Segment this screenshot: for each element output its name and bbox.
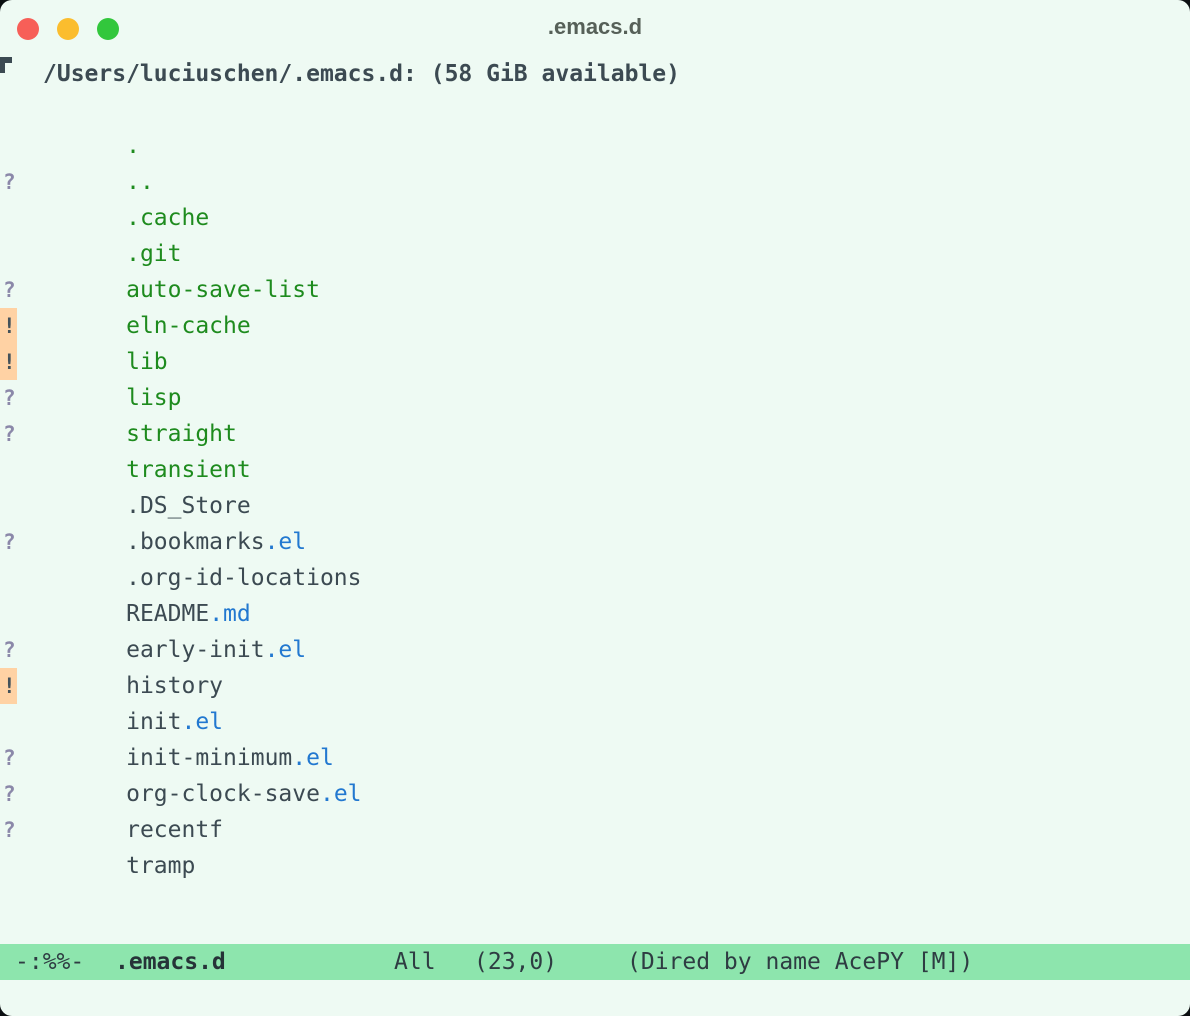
- dired-buffer: /Users/luciuschen/.emacs.d: (58 GiB avai…: [0, 56, 1190, 879]
- file-name[interactable]: org-clock-save.el: [126, 781, 362, 807]
- dired-entry[interactable]: ? eln-cache: [0, 272, 1190, 339]
- vc-status-marker-icon: ?: [3, 782, 16, 806]
- modeline-buffer-name: .emacs.d: [115, 949, 226, 975]
- vc-status-marker-icon: ?: [3, 746, 16, 770]
- file-name[interactable]: tramp: [126, 853, 196, 879]
- file-name[interactable]: .cache: [126, 205, 210, 231]
- modeline-major-mode: (Dired by name AcePY [M]): [627, 949, 974, 975]
- dired-entry[interactable]: ? straight: [0, 380, 1190, 447]
- dired-entry[interactable]: ? org-clock-save.el: [0, 740, 1190, 807]
- file-name[interactable]: init-minimum.el: [126, 745, 334, 771]
- file-name[interactable]: .git: [126, 241, 182, 267]
- vc-status-marker-icon: !: [0, 308, 17, 344]
- vc-status-marker-icon: [0, 596, 17, 632]
- dired-entry[interactable]: auto-save-list: [0, 236, 1190, 303]
- dired-entry[interactable]: ..: [0, 128, 1190, 195]
- modeline-status: -:%%-: [15, 949, 85, 975]
- vc-status-marker-icon: [0, 488, 17, 524]
- vc-status-marker-icon: [0, 452, 17, 488]
- file-name[interactable]: .org-id-locations: [126, 565, 362, 591]
- file-name[interactable]: lib: [126, 349, 168, 375]
- minibuffer[interactable]: [0, 980, 1190, 1016]
- dired-entry[interactable]: .bookmarks.el: [0, 488, 1190, 555]
- zoom-button[interactable]: [97, 18, 119, 40]
- vc-status-marker-icon: [0, 560, 17, 596]
- vc-status-marker-icon: [0, 236, 17, 272]
- file-name[interactable]: README.md: [126, 601, 251, 627]
- window-title: .emacs.d: [547, 14, 643, 39]
- file-name[interactable]: early-init.el: [126, 637, 307, 663]
- dired-entry[interactable]: ! lib: [0, 308, 1190, 375]
- dired-entry[interactable]: .DS_Store: [0, 452, 1190, 519]
- vc-status-marker-icon: ?: [3, 422, 16, 446]
- dired-entry[interactable]: ? transient: [0, 416, 1190, 483]
- vc-status-marker-icon: !: [0, 668, 17, 704]
- close-button[interactable]: [17, 18, 39, 40]
- dired-entry[interactable]: ! init.el: [0, 668, 1190, 735]
- file-name[interactable]: history: [126, 673, 224, 699]
- file-name[interactable]: init.el: [126, 709, 224, 735]
- vc-status-marker-icon: ?: [3, 170, 16, 194]
- vc-status-marker-icon: [0, 704, 17, 740]
- dired-entry[interactable]: ? history: [0, 632, 1190, 699]
- file-name[interactable]: lisp: [126, 385, 182, 411]
- dired-entry[interactable]: .git: [0, 200, 1190, 267]
- minimize-button[interactable]: [57, 18, 79, 40]
- vc-status-marker-icon: !: [0, 344, 17, 380]
- dired-header: /Users/luciuschen/.emacs.d: (58 GiB avai…: [43, 61, 680, 87]
- file-name[interactable]: .: [126, 133, 140, 159]
- file-list: . .. ? .cache .git auto-save-list ? eln-ca…: [0, 92, 1190, 879]
- file-name[interactable]: recentf: [126, 817, 224, 843]
- file-name[interactable]: ..: [126, 169, 154, 195]
- file-name[interactable]: .bookmarks.el: [126, 529, 307, 555]
- dired-entry[interactable]: ? recentf: [0, 776, 1190, 843]
- dired-entry[interactable]: README.md: [0, 560, 1190, 627]
- buffer-boundary-icon: [0, 57, 12, 73]
- dired-entry[interactable]: early-init.el: [0, 596, 1190, 663]
- titlebar: .emacs.d: [0, 0, 1190, 54]
- file-name[interactable]: transient: [126, 457, 251, 483]
- vc-status-marker-icon: ?: [3, 530, 16, 554]
- dired-entry[interactable]: ! lisp: [0, 344, 1190, 411]
- vc-status-marker-icon: ?: [3, 278, 16, 302]
- window-controls: [17, 18, 119, 40]
- vc-status-marker-icon: [0, 200, 17, 236]
- mode-line[interactable]: -:%%- .emacs.d All (23,0) (Dired by name…: [0, 944, 1190, 980]
- vc-status-marker-icon: ?: [3, 386, 16, 410]
- dired-entry[interactable]: ? .org-id-locations: [0, 524, 1190, 591]
- file-name[interactable]: straight: [126, 421, 237, 447]
- dired-entry[interactable]: init-minimum.el: [0, 704, 1190, 771]
- file-name[interactable]: .DS_Store: [126, 493, 251, 519]
- vc-status-marker-icon: ?: [3, 638, 16, 662]
- file-name[interactable]: eln-cache: [126, 313, 251, 339]
- vc-status-marker-icon: ?: [3, 818, 16, 842]
- modeline-position: (23,0): [474, 949, 558, 975]
- dired-entry[interactable]: ? tramp: [0, 812, 1190, 879]
- modeline-scroll: All: [394, 949, 436, 975]
- dired-entry[interactable]: .: [0, 92, 1190, 159]
- dired-entry[interactable]: ? .cache: [0, 164, 1190, 231]
- vc-status-marker-icon: [0, 128, 17, 164]
- file-name[interactable]: auto-save-list: [126, 277, 320, 303]
- vc-status-marker-icon: [0, 92, 17, 128]
